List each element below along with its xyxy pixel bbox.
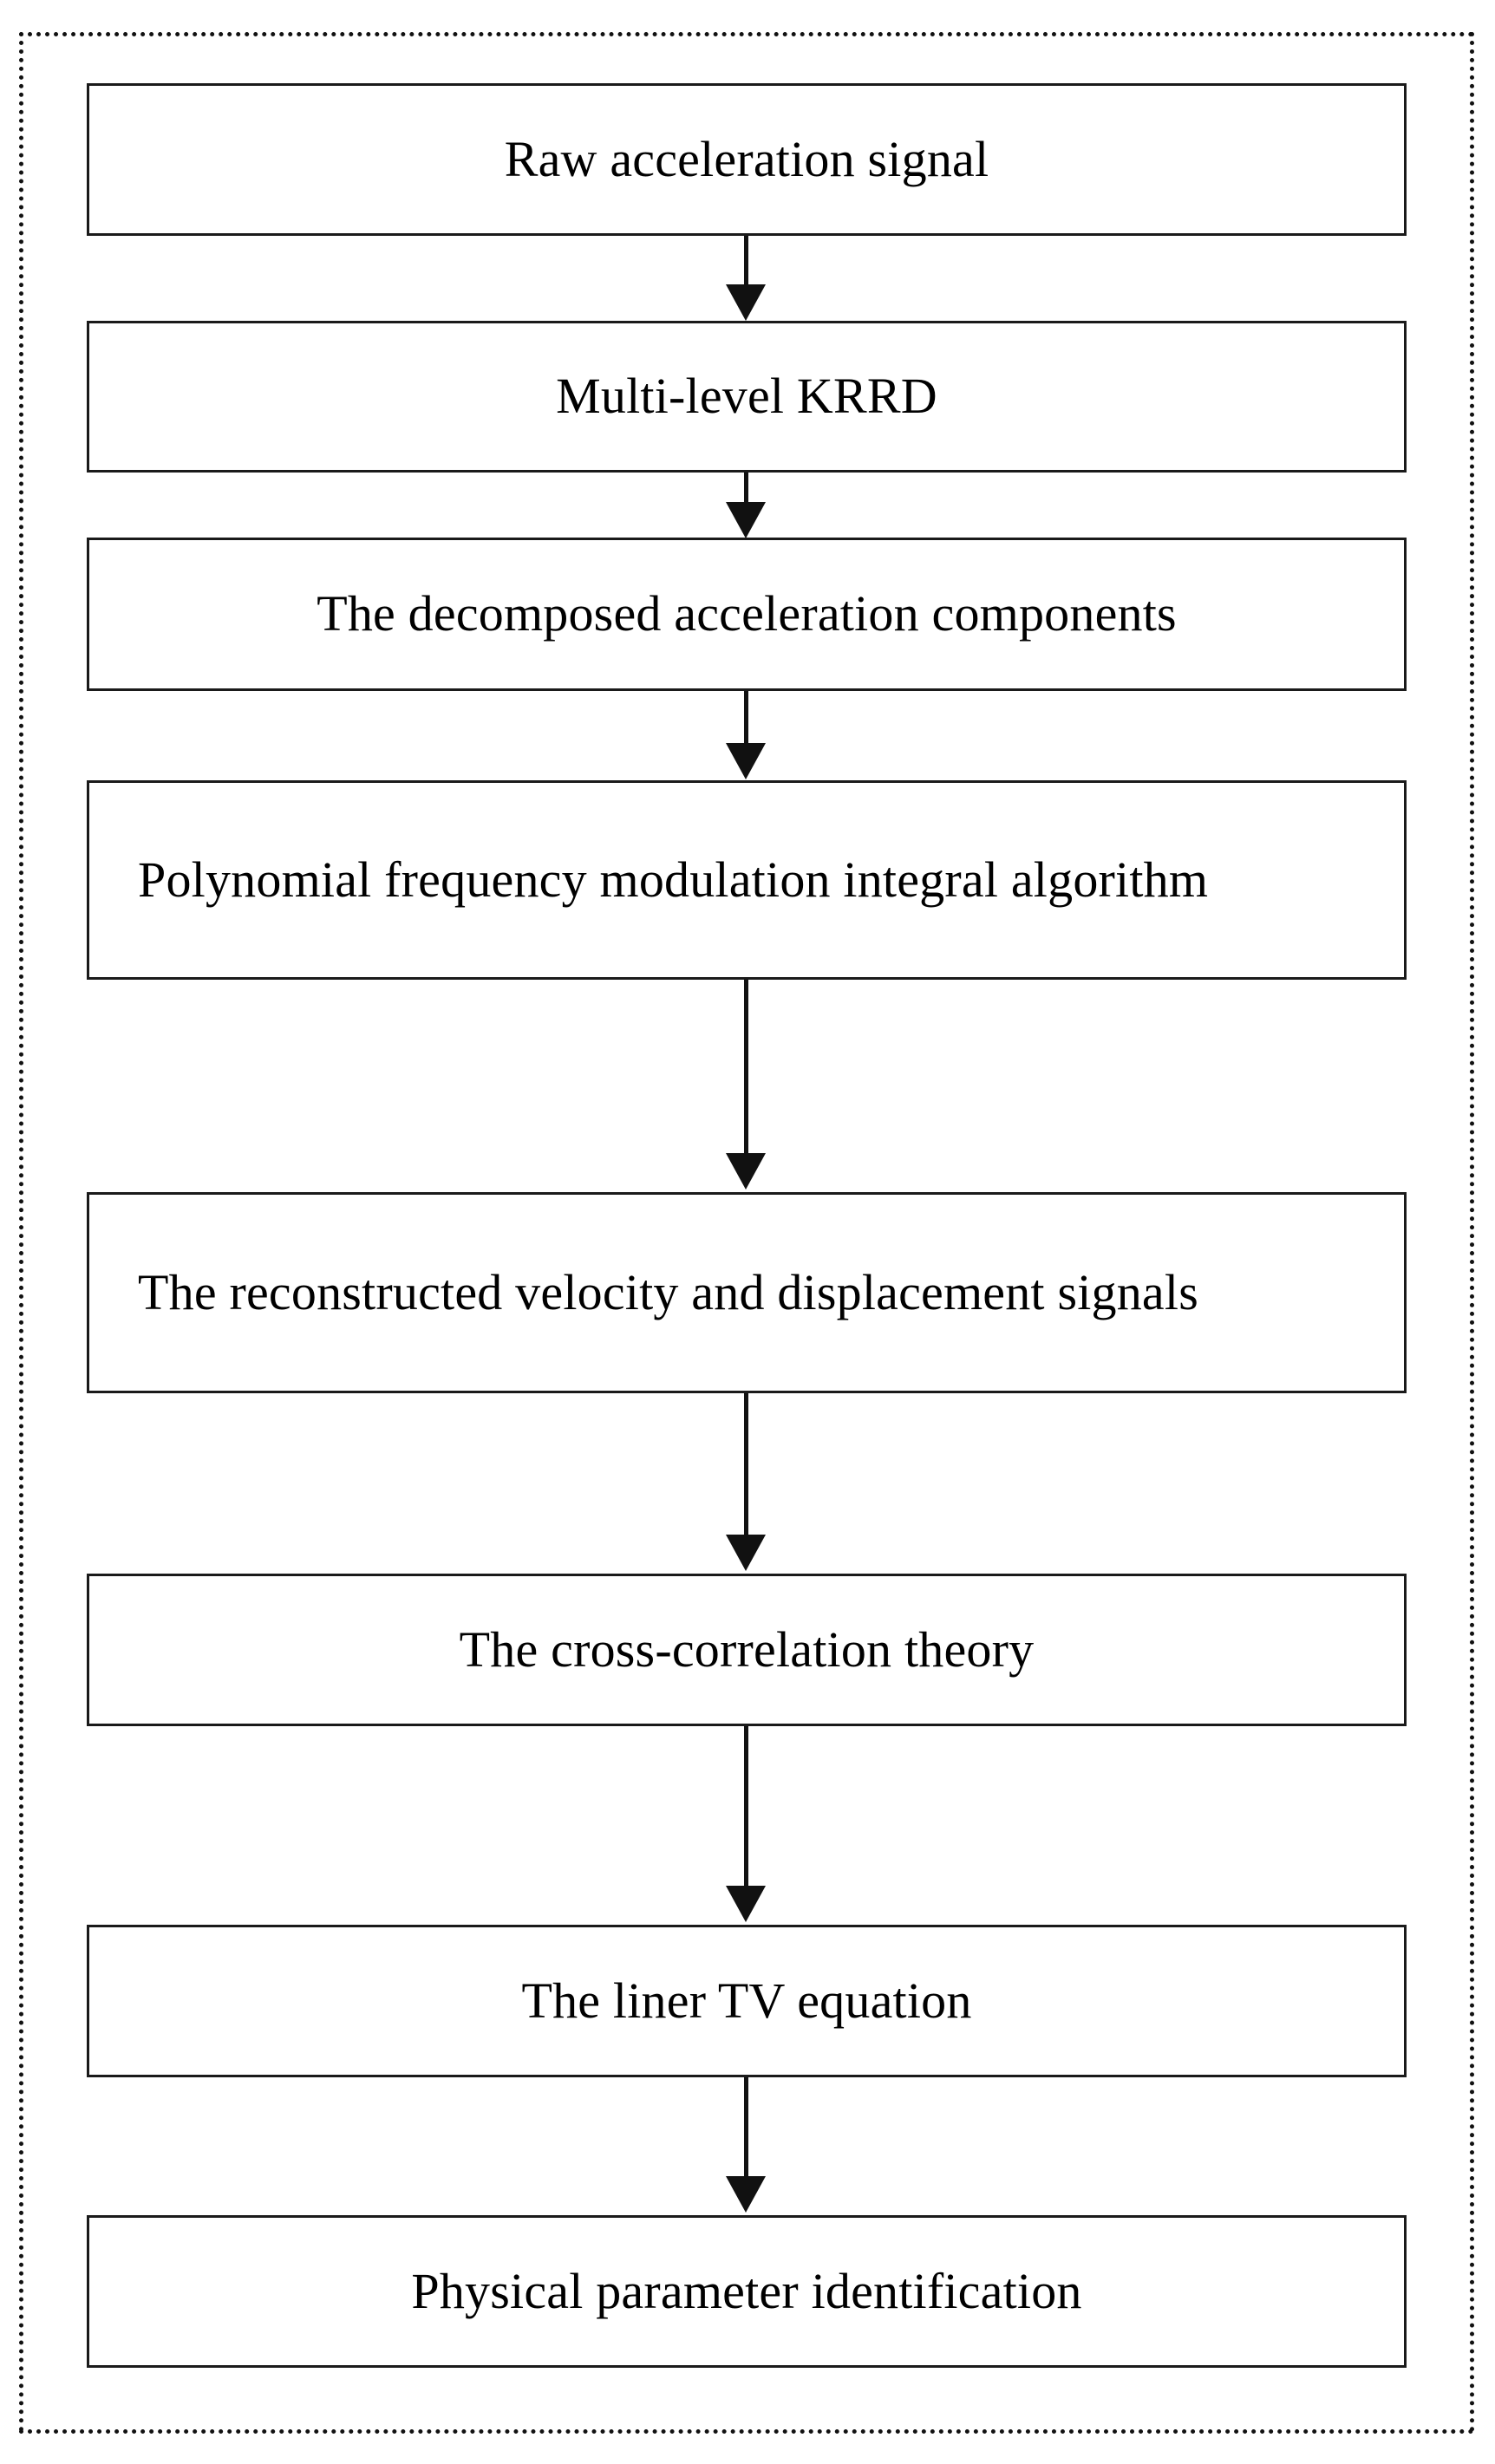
flow-arrow-4	[0, 980, 1495, 1192]
flow-arrow-3	[0, 691, 1495, 780]
arrow-head-icon	[726, 743, 766, 779]
flow-node-label: The liner TV equation	[521, 1972, 972, 2029]
flow-arrow-6	[0, 1726, 1495, 1925]
arrow-head-icon	[726, 1886, 766, 1922]
flow-node-physical-parameter-identification[interactable]: Physical parameter identification	[87, 2215, 1407, 2368]
arrow-head-icon	[726, 2176, 766, 2213]
flow-node-label: Multi-level KRRD	[556, 368, 937, 425]
flow-arrow-2	[0, 473, 1495, 538]
arrow-head-icon	[726, 502, 766, 538]
arrow-head-icon	[726, 1535, 766, 1571]
flow-node-liner-tv-equation[interactable]: The liner TV equation	[87, 1925, 1407, 2077]
flow-node-decomposed-acceleration-components[interactable]: The decomposed acceleration components	[87, 538, 1407, 691]
flow-node-cross-correlation-theory[interactable]: The cross-correlation theory	[87, 1574, 1407, 1726]
arrow-shaft	[744, 473, 748, 507]
flow-node-multi-level-krrd[interactable]: Multi-level KRRD	[87, 321, 1407, 473]
arrow-shaft	[744, 2077, 748, 2180]
flow-arrow-1	[0, 236, 1495, 321]
flow-node-reconstructed-velocity-and-displacement-signals[interactable]: The reconstructed velocity and displacem…	[87, 1192, 1407, 1393]
flow-node-label: The cross-correlation theory	[459, 1620, 1035, 1678]
flow-node-label: Raw acceleration signal	[504, 130, 989, 187]
arrow-head-icon	[726, 1153, 766, 1190]
arrow-shaft	[744, 1726, 748, 1890]
dotted-outer-border	[19, 32, 1474, 2434]
arrow-shaft	[744, 236, 748, 290]
arrow-shaft	[744, 691, 748, 747]
arrow-shaft	[744, 1393, 748, 1539]
flow-node-label: The reconstructed velocity and displacem…	[138, 1263, 1198, 1320]
flow-node-raw-acceleration-signal[interactable]: Raw acceleration signal	[87, 83, 1407, 236]
flow-arrow-5	[0, 1393, 1495, 1574]
flow-node-label: The decomposed acceleration components	[317, 585, 1177, 642]
flow-node-label: Polynomial frequency modulation integral…	[138, 851, 1209, 908]
flow-node-label: Physical parameter identification	[411, 2262, 1082, 2319]
flow-node-polynomial-frequency-modulation-integral-algorithm[interactable]: Polynomial frequency modulation integral…	[87, 780, 1407, 980]
arrow-head-icon	[726, 284, 766, 321]
flow-arrow-7	[0, 2077, 1495, 2215]
arrow-shaft	[744, 980, 748, 1157]
